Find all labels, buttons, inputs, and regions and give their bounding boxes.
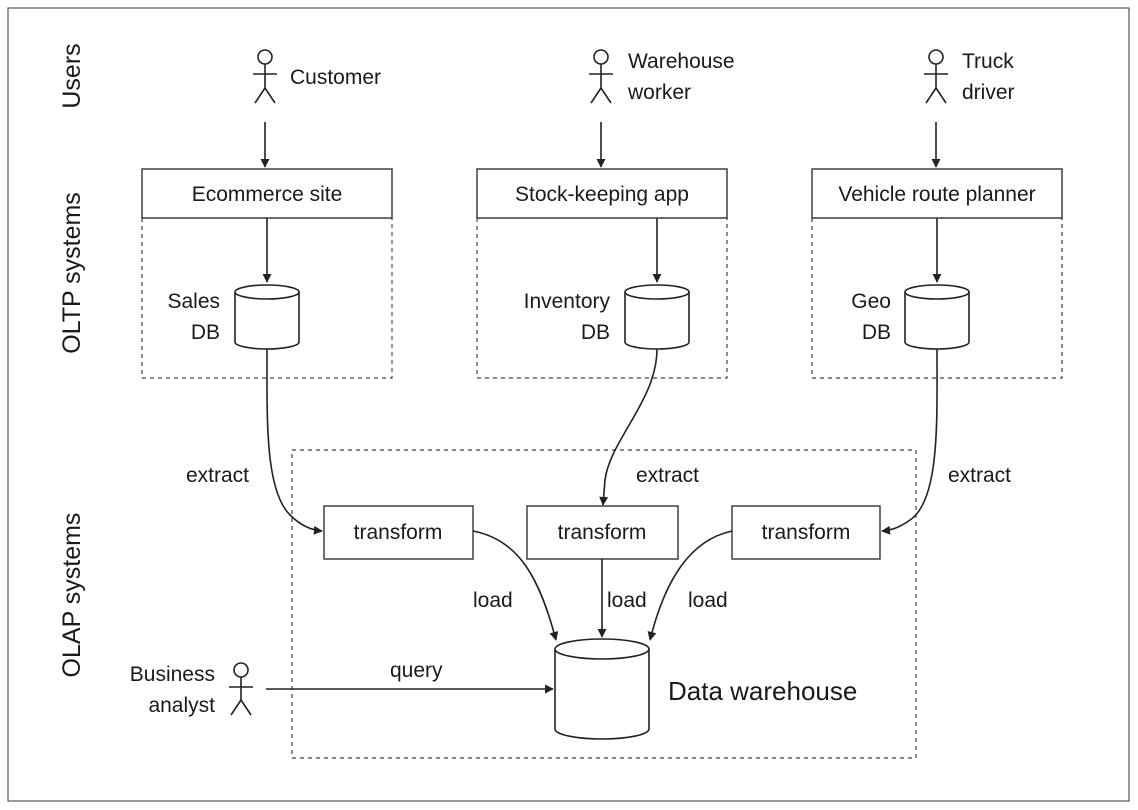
sales-db: Sales DB	[167, 284, 300, 350]
load-label-left: load	[473, 589, 513, 612]
truck-driver-person-icon	[924, 49, 948, 104]
business-analyst-label-line1: Business	[130, 663, 215, 686]
transform-label-left: transform	[354, 521, 443, 544]
vehicle-route-planner-label: Vehicle route planner	[838, 183, 1035, 206]
inventory-db-label-line2: DB	[581, 321, 610, 344]
inventory-db-cylinder-icon	[624, 284, 690, 350]
oltp-ecommerce-region	[141, 217, 393, 379]
warehouse-worker-label-line1: Warehouse	[628, 50, 735, 73]
geo-db-cylinder-icon	[904, 284, 970, 350]
inventory-db: Inventory DB	[524, 284, 690, 350]
transform-box-right	[731, 505, 881, 560]
users-section-label: Users	[58, 43, 86, 108]
truck-driver-user: Truck driver	[924, 49, 1015, 104]
outer-frame	[7, 7, 1130, 802]
stock-keeping-app-label: Stock-keeping app	[515, 183, 689, 206]
business-analyst-user: Business analyst	[130, 662, 253, 717]
geo-db-label-line1: Geo	[851, 290, 891, 313]
load-label-right: load	[688, 589, 728, 612]
data-warehouse-label: Data warehouse	[668, 676, 857, 706]
stock-keeping-app-box	[476, 168, 728, 219]
sales-db-label-line2: DB	[191, 321, 220, 344]
sales-extract-arrow	[266, 348, 323, 535]
query-label: query	[390, 659, 443, 682]
warehouse-worker-person-icon	[589, 49, 613, 104]
geo-db: Geo DB	[851, 284, 970, 350]
load-arrow-right	[647, 530, 733, 641]
sales-db-label-line1: Sales	[167, 290, 220, 313]
business-analyst-person-icon	[229, 662, 253, 716]
inventory-extract-arrow	[599, 348, 658, 506]
sales-db-cylinder-icon	[234, 284, 300, 350]
truck-driver-label-line1: Truck	[962, 50, 1014, 73]
transform-label-right: transform	[762, 521, 851, 544]
business-analyst-label-line2: analyst	[148, 694, 215, 717]
extract-label-right: extract	[948, 464, 1011, 487]
transform-label-middle: transform	[558, 521, 647, 544]
inventory-db-label-line1: Inventory	[524, 290, 611, 313]
olap-section-label: OLAP systems	[58, 513, 86, 678]
load-label-middle: load	[607, 589, 647, 612]
oltp-section-label: OLTP systems	[58, 192, 86, 354]
geo-db-label-line2: DB	[862, 321, 891, 344]
extract-label-left: extract	[186, 464, 249, 487]
data-warehouse: Data warehouse	[554, 638, 857, 740]
warehouse-worker-label-line2: worker	[627, 81, 691, 104]
extract-label-middle: extract	[636, 464, 699, 487]
olap-region	[291, 449, 917, 759]
vehicle-route-planner-box	[811, 168, 1063, 219]
oltp-vehicle-region	[811, 217, 1063, 379]
data-warehouse-cylinder-icon	[554, 638, 650, 740]
geo-extract-arrow	[881, 348, 938, 535]
truck-driver-label-line2: driver	[962, 81, 1015, 104]
ecommerce-site-label: Ecommerce site	[192, 183, 343, 206]
load-arrow-left	[472, 530, 559, 641]
customer-user: Customer	[253, 49, 381, 104]
customer-label: Customer	[290, 66, 381, 89]
oltp-stock-region	[476, 217, 728, 379]
warehouse-worker-user: Warehouse worker	[589, 49, 735, 104]
transform-box-left	[323, 505, 474, 560]
customer-person-icon	[253, 49, 277, 104]
